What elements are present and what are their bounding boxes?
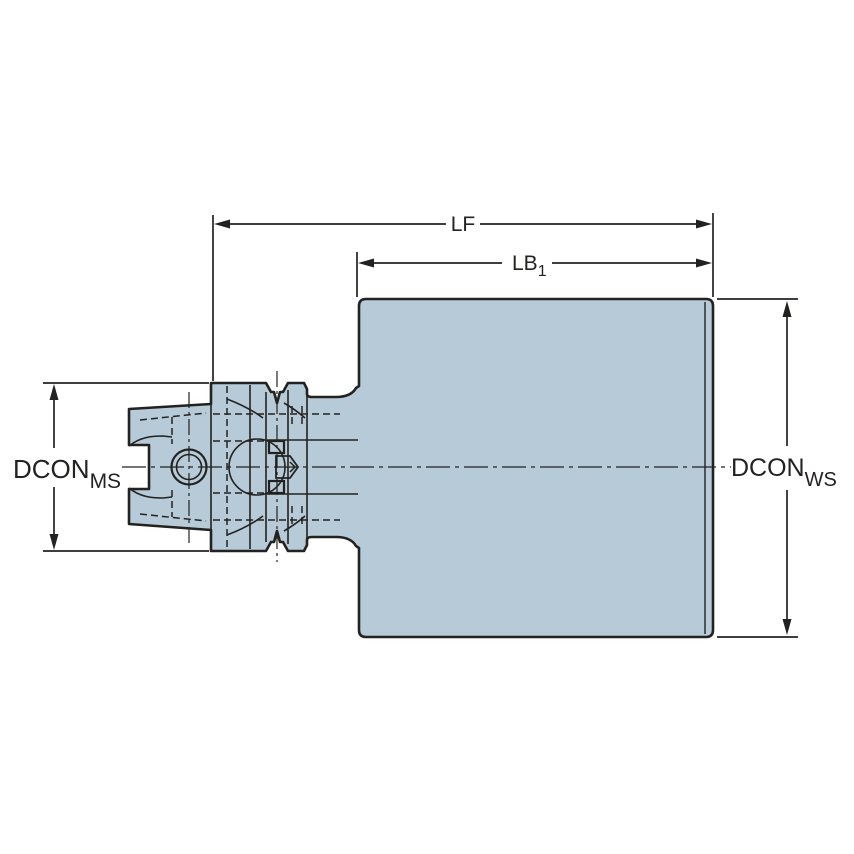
dimension-lb1: LB1 [356, 252, 712, 297]
dcon-ms-arrow-top [49, 384, 59, 400]
dcon-ws-label: DCONWS [731, 454, 837, 491]
dimension-dcon-ws: DCONWS [717, 298, 837, 638]
dcon-ms-arrow-bottom [49, 534, 59, 550]
lf-arrow-left [214, 219, 230, 229]
lb1-arrow-left [358, 258, 374, 268]
lf-arrow-right [696, 219, 712, 229]
lb1-arrow-right [696, 258, 712, 268]
dcon-ws-arrow-top [782, 301, 792, 317]
dimension-lf: LF [212, 213, 714, 381]
lb1-label: LB1 [512, 252, 547, 280]
centerlines [122, 371, 731, 562]
lf-label: LF [451, 213, 476, 236]
dcon-ws-arrow-bottom [782, 619, 792, 635]
dcon-ms-label: DCONMS [13, 454, 121, 493]
dimension-dcon-ms: DCONMS [13, 382, 209, 552]
